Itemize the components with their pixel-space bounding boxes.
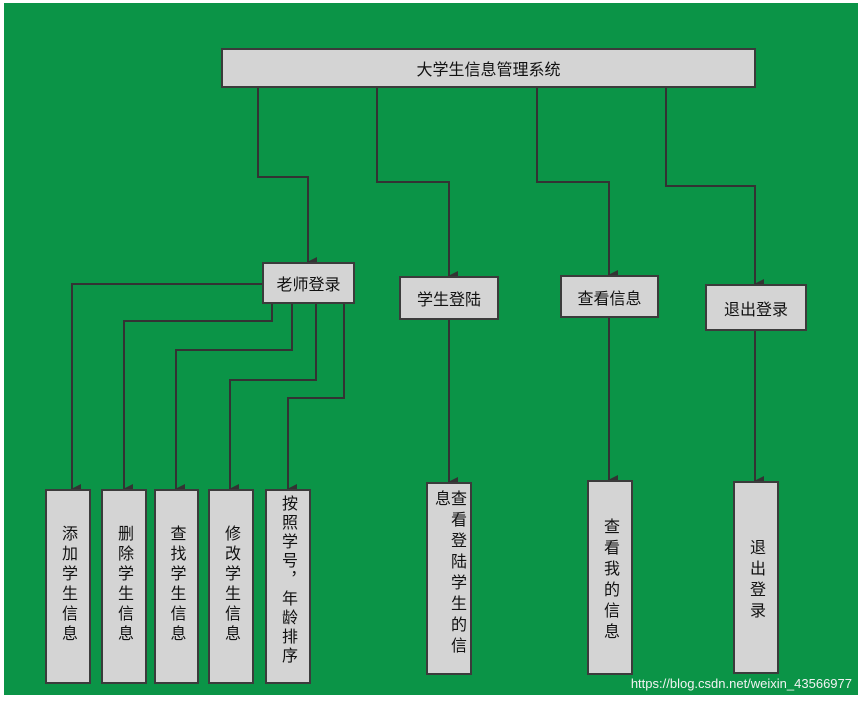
leaf-edit-student: 修改学生信息: [208, 489, 254, 684]
view-info-label: 查看信息: [577, 288, 642, 308]
teacher-login-node: 老师登录: [262, 262, 355, 304]
leaf-logout-label: 退出登录: [747, 539, 766, 623]
arrow-root-to-view-info: [536, 88, 618, 280]
student-login-node: 学生登陆: [399, 276, 499, 320]
leaf-sort-students: 按照学号，年龄排序: [265, 489, 311, 684]
leaf-view-my-info-label: 查看我的信息: [601, 518, 620, 644]
leaf-view-my-info: 查看我的信息: [587, 480, 633, 675]
root-node: 大学生信息管理系统: [221, 48, 756, 88]
arrow-teacher-to-add: [71, 283, 262, 494]
root-node-label: 大学生信息管理系统: [416, 60, 561, 79]
arrow-teacher-to-sort: [287, 304, 345, 494]
watermark-text: https://blog.csdn.net/weixin_43566977: [630, 676, 852, 691]
arrow-teacher-to-find: [175, 304, 293, 494]
leaf-find-student-label: 查找学生信息: [167, 525, 187, 645]
leaf-add-student-label: 添加学生信息: [59, 525, 78, 645]
view-info-node: 查看信息: [560, 275, 659, 318]
leaf-view-login-info-label: 查看登陆学生的信息: [432, 490, 467, 658]
logout-node: 退出登录: [705, 284, 807, 331]
arrow-teacher-to-edit: [229, 304, 317, 494]
teacher-login-label: 老师登录: [276, 275, 341, 294]
arrow-root-to-teacher-login: [257, 88, 317, 267]
arrow-root-to-student-login: [376, 88, 458, 281]
student-login-label: 学生登陆: [416, 290, 481, 309]
logout-label: 退出登录: [723, 299, 788, 319]
arrow-teacher-to-delete: [123, 304, 273, 494]
leaf-logout: 退出登录: [733, 481, 779, 674]
leaf-delete-student-label: 删除学生信息: [115, 525, 134, 645]
leaf-find-student: 查找学生信息: [154, 489, 199, 684]
leaf-sort-students-label: 按照学号，年龄排序: [279, 495, 298, 666]
leaf-edit-student-label: 修改学生信息: [222, 525, 241, 645]
leaf-view-login-info: 查看登陆学生的信息: [426, 482, 472, 675]
leaf-delete-student: 删除学生信息: [101, 489, 147, 684]
leaf-add-student: 添加学生信息: [45, 489, 91, 684]
arrow-root-to-logout: [665, 88, 764, 289]
